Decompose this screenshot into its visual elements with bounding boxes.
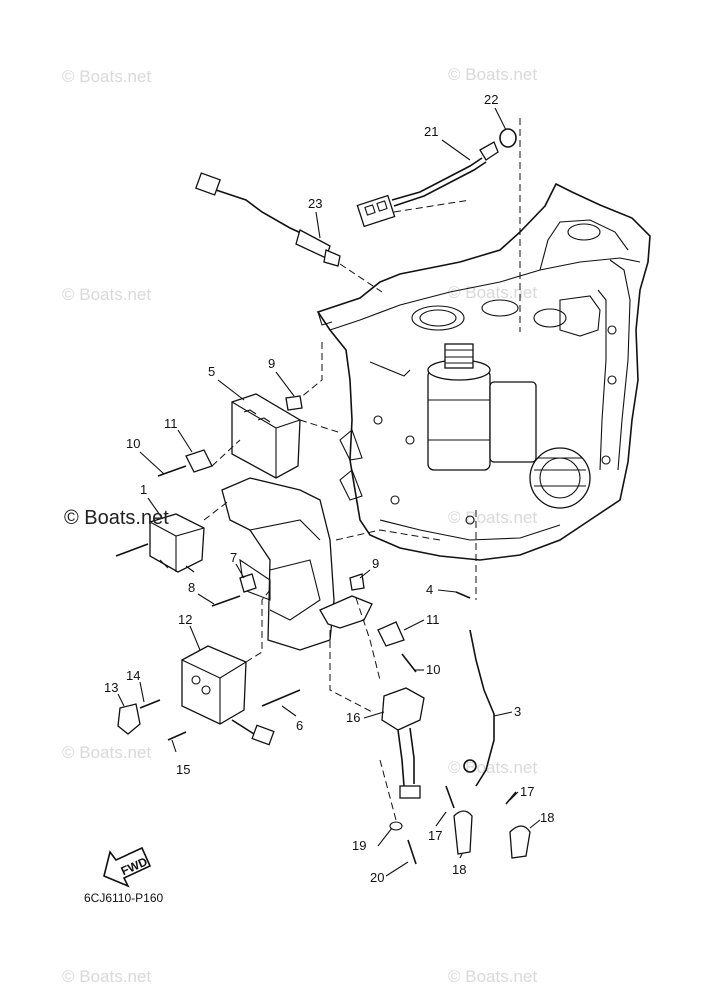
part-5-rectifier [231, 393, 301, 479]
part-12-cdi-unit [181, 645, 275, 746]
part-label: 3 [514, 704, 521, 719]
part-17-bolt [445, 785, 455, 809]
part-label: 9 [372, 556, 379, 571]
part-8-bolt [211, 595, 241, 607]
part-label: 20 [370, 870, 384, 885]
part-label: 6 [296, 718, 303, 733]
part-label: 9 [268, 356, 275, 371]
part-19-washer [389, 821, 403, 831]
part-labels: 22 21 23 9 5 11 10 1 7 8 12 14 13 15 6 9… [104, 92, 554, 885]
part-10-bolt-lower [401, 653, 417, 673]
watermark: © Boats.net [62, 743, 151, 762]
part-label: 21 [424, 124, 438, 139]
fwd-label: FWD [119, 854, 150, 878]
part-label: 5 [208, 364, 215, 379]
part-label: 18 [540, 810, 554, 825]
part-label: 10 [126, 436, 140, 451]
part-22-o-ring [499, 128, 517, 148]
part-18-cap-b [509, 825, 531, 859]
part-label: 4 [426, 582, 433, 597]
part-16-connector [381, 687, 425, 799]
watermark: © Boats.net [62, 967, 151, 986]
part-23-sensor [195, 172, 341, 267]
part-label: 22 [484, 92, 498, 107]
watermark: © Boats.net [448, 508, 537, 527]
part-14-bolt [139, 699, 161, 709]
watermark-prominent: © Boats.net [64, 507, 169, 529]
part-9-grommet [285, 395, 303, 411]
part-21-sensor [356, 141, 499, 228]
part-20-screw [407, 839, 417, 865]
part-label: 11 [426, 612, 440, 627]
part-label: 12 [178, 612, 192, 627]
part-label: 1 [140, 482, 147, 497]
part-17-bolt-b [505, 791, 517, 805]
fwd-arrow: FWD [103, 846, 152, 888]
part-label: 17 [520, 784, 534, 799]
leader-lines [117, 107, 541, 877]
part-label: 14 [126, 668, 140, 683]
part-label: 15 [176, 762, 190, 777]
diagram-code: 6CJ6110-P160 [84, 891, 163, 905]
watermark: © Boats.net [448, 65, 537, 84]
part-label: 13 [104, 680, 118, 695]
part-7-clip [239, 573, 257, 593]
part-11-collar [185, 449, 213, 473]
part-1-relay [115, 513, 205, 573]
watermark: © Boats.net [448, 758, 537, 777]
watermark: © Boats.net [62, 67, 151, 86]
part-10-bolt [157, 465, 187, 477]
part-label: 19 [352, 838, 366, 853]
part-label: 10 [426, 662, 440, 677]
part-15-bolt [167, 731, 187, 741]
part-label: 16 [346, 710, 360, 725]
watermark: © Boats.net [448, 283, 537, 302]
watermark: © Boats.net [448, 967, 537, 986]
ecu-bracket [221, 477, 335, 651]
part-6-wire-tie [261, 689, 301, 707]
watermark: © Boats.net [62, 285, 151, 304]
part-11-collar-lower [377, 621, 405, 647]
part-18-cap [453, 810, 473, 855]
part-3-lead [469, 629, 495, 787]
part-label: 8 [188, 580, 195, 595]
part-label: 17 [428, 828, 442, 843]
holder-bracket [319, 595, 373, 629]
part-label: 18 [452, 862, 466, 877]
part-label: 11 [164, 416, 178, 431]
engine-block [316, 182, 651, 561]
part-label: 23 [308, 196, 322, 211]
part-13-cap [117, 703, 141, 735]
part-label: 7 [230, 550, 237, 565]
part-4-bolt [455, 591, 471, 599]
